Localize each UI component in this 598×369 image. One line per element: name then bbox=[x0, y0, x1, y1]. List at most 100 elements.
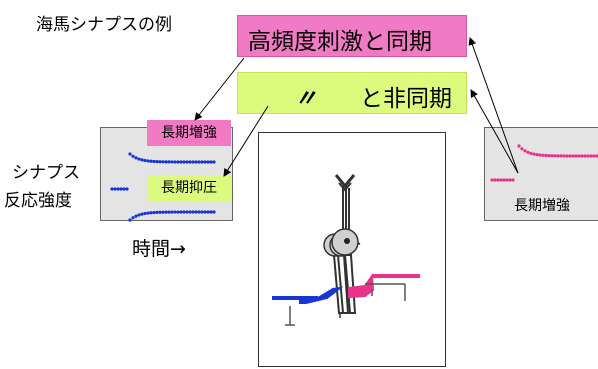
baseline-dot bbox=[493, 178, 497, 182]
ltp-trace-dot bbox=[200, 160, 204, 164]
ltp-trace-dot bbox=[164, 160, 168, 164]
sync-stimulation-box: 高頻度刺激と同期 bbox=[237, 15, 467, 57]
ltd-trace-dot bbox=[194, 210, 198, 214]
baseline-dot bbox=[505, 178, 509, 182]
ltp-trace-dot bbox=[167, 160, 171, 164]
ltp-trace-dot bbox=[544, 153, 548, 158]
ltd-trace-dot bbox=[134, 214, 138, 218]
ltp-trace-dot bbox=[170, 160, 174, 164]
ltp-trace-dot bbox=[176, 160, 180, 164]
ltd-trace-dot bbox=[155, 210, 159, 214]
neuron-diagram bbox=[272, 174, 420, 326]
ltp-trace-dot bbox=[131, 154, 135, 158]
ltp-trace-dot bbox=[583, 154, 587, 158]
ltp-trace-dot bbox=[158, 160, 162, 164]
arrow-right-to-sync bbox=[468, 37, 519, 174]
ltp-trace-dot bbox=[562, 154, 566, 158]
ltp-trace-dot bbox=[538, 153, 542, 157]
async-stimulation-label: と非同期 bbox=[360, 86, 452, 112]
baseline-dot bbox=[496, 178, 500, 182]
ltp-trace-dot bbox=[526, 150, 530, 154]
baseline-dot bbox=[110, 187, 114, 191]
ltd-trace-dot bbox=[149, 211, 153, 215]
sync-stimulation-label: 高頻度刺激と同期 bbox=[248, 29, 432, 55]
ltp-trace-dot bbox=[586, 154, 590, 158]
ltp-trace-dot bbox=[547, 154, 551, 158]
ltp-trace-dot bbox=[577, 154, 581, 158]
ltp-trace-dot bbox=[194, 160, 198, 164]
ltp-trace-dot bbox=[197, 160, 201, 164]
ltp-trace-dot bbox=[137, 157, 141, 161]
baseline-dot bbox=[502, 178, 506, 182]
ltd-trace-dot bbox=[209, 210, 213, 214]
ltp-trace-dot bbox=[574, 154, 578, 158]
ltp-trace-dot bbox=[191, 160, 195, 164]
ltp-trace-dot bbox=[209, 160, 213, 164]
ltd-trace-dot bbox=[128, 218, 132, 222]
ltd-trace-dot bbox=[131, 216, 135, 220]
right-panel-trace bbox=[490, 144, 598, 182]
ltp-trace-dot bbox=[541, 153, 545, 157]
ltd-trace-dot bbox=[185, 210, 189, 214]
ltd-trace-dot bbox=[137, 213, 141, 217]
ltp-trace-dot bbox=[550, 154, 554, 158]
arrow-right-to-async bbox=[470, 89, 519, 174]
ltp-trace-dot bbox=[179, 160, 183, 164]
baseline-dot bbox=[122, 187, 126, 191]
ltp-trace-dot bbox=[134, 156, 138, 160]
baseline-dot bbox=[499, 178, 503, 182]
ltd-trace-dot bbox=[158, 210, 162, 214]
ltp-trace-dot bbox=[152, 159, 156, 164]
baseline-dot bbox=[119, 187, 123, 191]
ltp-trace-dot bbox=[128, 152, 132, 156]
ltd-trace-dot bbox=[143, 211, 147, 216]
ltp-trace-dot bbox=[529, 151, 533, 155]
ltp-trace-dot bbox=[517, 144, 521, 148]
ltd-trace-dot bbox=[152, 210, 156, 215]
ylabel-line2: 反応強度 bbox=[4, 191, 72, 211]
ltp-trace-dot bbox=[212, 160, 216, 164]
ltp-trace-dot bbox=[146, 159, 150, 163]
ltd-trace-dot bbox=[167, 210, 171, 214]
ltp-trace-dot bbox=[161, 160, 165, 164]
left-panel-traces bbox=[110, 152, 216, 222]
ltp-trace-dot bbox=[523, 149, 527, 153]
ltd-trace-dot bbox=[191, 210, 195, 214]
ltd-trace-dot bbox=[203, 210, 207, 214]
ltd-trace-dot bbox=[173, 210, 177, 214]
ltp-trace-dot bbox=[592, 154, 596, 158]
ltp-trace-dot bbox=[185, 160, 189, 164]
ltd-trace-dot bbox=[179, 210, 183, 214]
ltp-trace-dot bbox=[556, 154, 560, 158]
ltp-trace-dot bbox=[532, 152, 536, 156]
ltd-trace-dot bbox=[146, 211, 150, 215]
ltp-trace-dot bbox=[520, 147, 524, 151]
ltp-trace-dot bbox=[553, 154, 557, 158]
baseline-dot bbox=[113, 187, 117, 191]
ltp-trace-dot bbox=[206, 160, 210, 164]
ltp-trace-dot bbox=[203, 160, 207, 164]
ltd-trace-dot bbox=[212, 210, 216, 214]
right-response-panel bbox=[484, 127, 598, 221]
ltd-trace-dot bbox=[164, 210, 168, 214]
ltp-trace-dot bbox=[580, 154, 584, 158]
ltp-trace-dot bbox=[559, 154, 563, 158]
ltd-trace-dot bbox=[206, 210, 210, 214]
ltp-trace-dot bbox=[568, 154, 572, 158]
ltd-trace-dot bbox=[161, 210, 165, 214]
ltp-trace-dot bbox=[155, 160, 159, 164]
ltp-trace-dot bbox=[571, 154, 575, 158]
ltp-trace-dot bbox=[535, 153, 539, 157]
ltd-trace-dot bbox=[197, 210, 201, 214]
ltp-trace-dot bbox=[173, 160, 177, 164]
ltp-trace-dot bbox=[589, 154, 593, 158]
ltd-trace-dot bbox=[188, 210, 192, 214]
ltp-trace-dot bbox=[143, 158, 147, 163]
baseline-dot bbox=[508, 178, 512, 182]
ltp-label: 長期増強 bbox=[147, 120, 231, 146]
ltp-trace-dot bbox=[565, 154, 569, 158]
ditto-mark: 〃 bbox=[294, 86, 317, 112]
baseline-dot bbox=[490, 178, 494, 182]
ltp-trace-dot bbox=[188, 160, 192, 164]
